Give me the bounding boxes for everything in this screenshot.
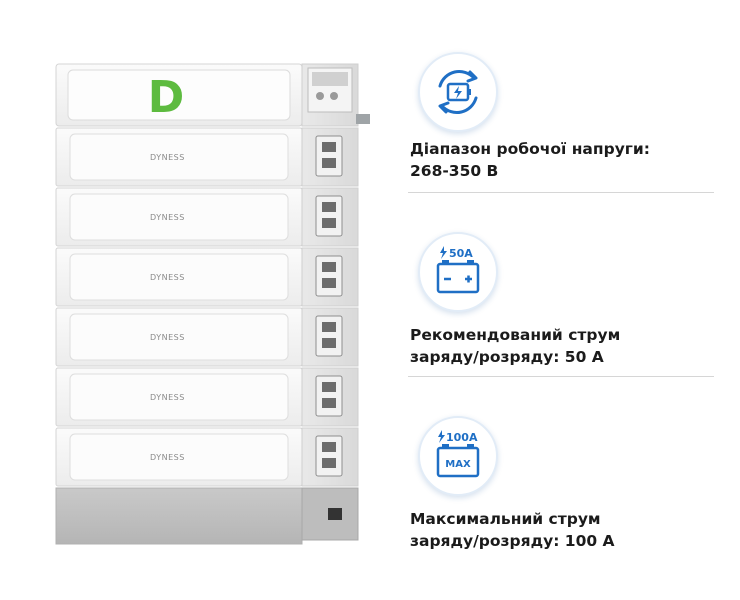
battery-base	[55, 487, 359, 545]
feature-line: заряду/розряду: 100 А	[410, 532, 615, 550]
battery-50a-icon: 50A	[418, 232, 498, 312]
feature-max-current: 100A MAX Максимальний струм заряду/розря…	[408, 416, 718, 550]
logo-letter: D	[148, 72, 185, 123]
module-brand-label: DYNESS	[150, 273, 185, 282]
battery-stack-illustration: D DYNESS DYNESS DYNESS DYNESS DYNESS DYN…	[55, 63, 370, 545]
feature-text: Рекомендований струм заряду/розряду: 50 …	[410, 324, 620, 368]
divider	[408, 192, 714, 193]
battery-modules	[55, 127, 359, 487]
battery-stack-image: D DYNESS DYNESS DYNESS DYNESS DYNESS DYN…	[50, 60, 370, 550]
battery-module	[55, 247, 359, 307]
battery-module	[55, 307, 359, 367]
icon-current-label: 100A	[446, 431, 478, 444]
controller-module	[55, 63, 370, 127]
feature-voltage-range: Діапазон робочої напруги: 268-350 В	[408, 52, 718, 180]
divider	[408, 376, 714, 377]
module-brand-label: DYNESS	[150, 333, 185, 342]
module-brand-label: DYNESS	[150, 453, 185, 462]
battery-max-100a-icon: 100A MAX	[418, 416, 498, 496]
battery-module	[55, 187, 359, 247]
icon-max-badge: MAX	[445, 459, 471, 470]
battery-module	[55, 427, 359, 487]
icon-current-label: 50A	[449, 247, 473, 260]
feature-text: Діапазон робочої напруги: 268-350 В	[410, 138, 650, 182]
feature-line: Діапазон робочої напруги:	[410, 140, 650, 158]
module-brand-labels: DYNESS DYNESS DYNESS DYNESS DYNESS DYNES…	[150, 153, 185, 462]
feature-text: Максимальний струм заряду/розряду: 100 А	[410, 508, 615, 552]
battery-module	[55, 367, 359, 427]
feature-recommended-current: 50A Рекомендований струм заряду/розряду:…	[408, 232, 718, 366]
module-brand-label: DYNESS	[150, 153, 185, 162]
feature-line: 268-350 В	[410, 162, 499, 180]
battery-module	[55, 127, 359, 187]
feature-line: заряду/розряду: 50 А	[410, 348, 604, 366]
feature-line: Максимальний струм	[410, 510, 601, 528]
feature-line: Рекомендований струм	[410, 326, 621, 344]
module-brand-label: DYNESS	[150, 393, 185, 402]
module-brand-label: DYNESS	[150, 213, 185, 222]
recycle-battery-icon	[418, 52, 498, 132]
